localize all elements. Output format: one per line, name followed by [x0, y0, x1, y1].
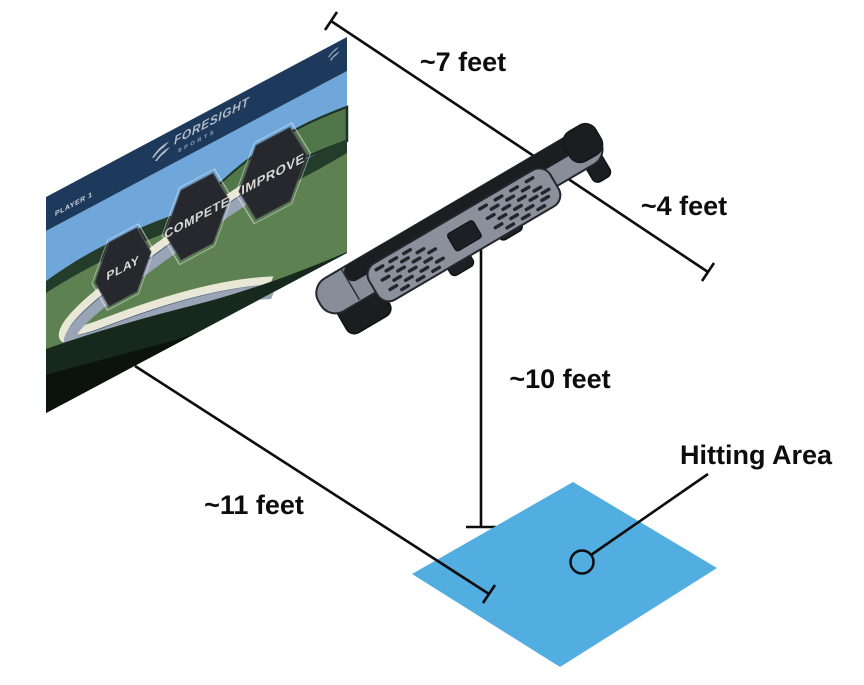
hitting-area-circle-icon	[569, 549, 595, 575]
scene-foreground-darker	[46, 333, 196, 413]
dimension-10ft-label: ~10 feet	[509, 364, 610, 394]
dimension-11ft-label: ~11 feet	[204, 490, 304, 520]
dimension-10ft-line	[466, 225, 496, 529]
hitting-area-leader	[569, 472, 709, 575]
menu-button-play: PLAY	[91, 223, 155, 311]
screen-corner-logo-icon	[328, 46, 340, 61]
impact-screen: PLAYER 1 FORESIGHT SPORTS PLAY COMPETE	[46, 36, 349, 413]
dimension-tick-4ft-end	[700, 262, 716, 282]
dimension-7ft-label: ~7 feet	[420, 47, 506, 77]
launch-monitor	[315, 122, 612, 335]
monitor-top-strip	[344, 134, 581, 282]
monitor-nose-seam	[340, 268, 360, 301]
menu-hexagon	[164, 172, 230, 261]
dimension-tick-7ft-start	[323, 11, 339, 31]
dimension-tick-11ft-end	[481, 584, 497, 604]
monitor-end-cap	[562, 122, 604, 164]
brand-swoosh-icon	[152, 141, 170, 162]
vent-slots-icon	[374, 176, 551, 292]
menu-hexagon	[94, 226, 152, 308]
menu-hexagon-outline	[161, 168, 233, 266]
hitting-area-label: Hitting Area	[680, 440, 833, 470]
screen-header-band	[46, 36, 347, 231]
dimension-4ft-label: ~4 feet	[641, 191, 727, 221]
dimension-7ft-4ft-line	[323, 11, 716, 282]
menu-button-improve: IMPROVE	[234, 122, 312, 225]
hitting-mat	[412, 482, 717, 667]
dimension-11ft-line	[134, 364, 497, 604]
menu-hexagon	[238, 126, 308, 221]
menu-hexagon-outline	[91, 223, 155, 311]
camera-window-icon	[447, 220, 482, 252]
menu-hexagon-outline	[234, 122, 312, 225]
